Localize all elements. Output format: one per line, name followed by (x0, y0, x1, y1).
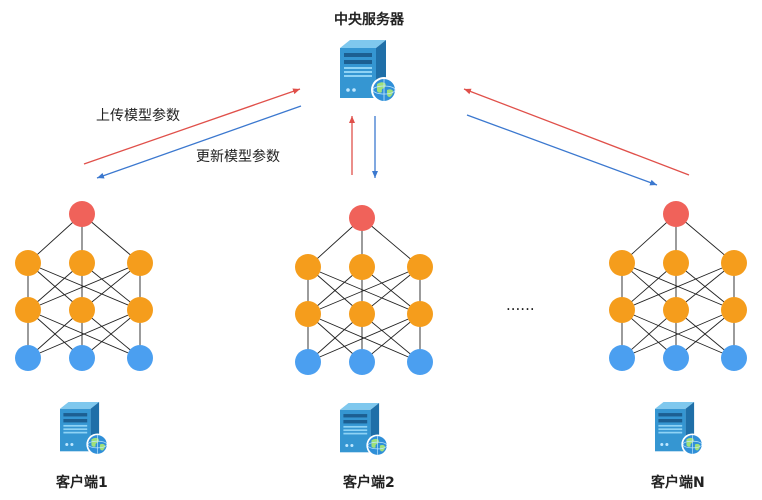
neural-networks (15, 201, 747, 375)
client-1-input-node-3 (127, 345, 153, 371)
upload-arrow-client-1 (83, 88, 301, 165)
client-1-hidden-2-node-3 (127, 297, 153, 323)
client-n-hidden-2-node-1 (609, 297, 635, 323)
client-n-hidden-1-node-3 (721, 250, 747, 276)
client-2-input-node-1 (295, 349, 321, 375)
client-2-network (295, 205, 433, 375)
client-2-hidden-2-node-1 (295, 301, 321, 327)
client-n-hidden-2-node-3 (721, 297, 747, 323)
client-n-hidden-2-node-2 (663, 297, 689, 323)
client-2-input-node-3 (407, 349, 433, 375)
client-2-hidden-1-node-2 (349, 254, 375, 280)
client-1-input-node-2 (69, 345, 95, 371)
network-edge (307, 313, 421, 363)
client-2-server-icon (339, 402, 389, 457)
client-1-hidden-2-node-1 (15, 297, 41, 323)
client-1-label: 客户端1 (56, 475, 108, 491)
client-n-input-node-2 (663, 345, 689, 371)
network-edge (307, 266, 421, 315)
client-1-network (15, 201, 153, 371)
upload-params-label: 上传模型参数 (96, 108, 180, 124)
arrows-layer (83, 88, 690, 186)
client-1-hidden-1-node-3 (127, 250, 153, 276)
central-server-title: 中央服务器 (334, 12, 404, 28)
update-params-label: 更新模型参数 (196, 149, 280, 165)
download-arrow-client-n (466, 114, 658, 186)
client-1-hidden-1-node-2 (69, 250, 95, 276)
client-1-input-node-1 (15, 345, 41, 371)
network-edge (621, 262, 735, 311)
client-2-input-node-2 (349, 349, 375, 375)
client-2-label: 客户端2 (343, 475, 395, 491)
client-n-hidden-1-node-1 (609, 250, 635, 276)
client-n-label: 客户端N (651, 475, 705, 491)
network-edge (27, 309, 141, 359)
network-edge (27, 262, 141, 311)
client-n-network (609, 201, 747, 371)
client-n-hidden-1-node-2 (663, 250, 689, 276)
client-1-hidden-1-node-1 (15, 250, 41, 276)
network-edge (621, 309, 735, 359)
client-n-output-node-1 (663, 201, 689, 227)
client-1-server-icon (59, 401, 109, 456)
ellipsis-text: ...... (506, 296, 535, 314)
client-2-hidden-1-node-3 (407, 254, 433, 280)
upload-arrow-client-n (463, 88, 690, 176)
client-1-hidden-2-node-2 (69, 297, 95, 323)
client-1-output-node-1 (69, 201, 95, 227)
client-2-hidden-2-node-3 (407, 301, 433, 327)
client-2-output-node-1 (349, 205, 375, 231)
client-n-input-node-3 (721, 345, 747, 371)
client-2-hidden-2-node-2 (349, 301, 375, 327)
client-n-server-icon (654, 401, 704, 456)
download-arrow-client-1 (96, 105, 302, 179)
client-2-hidden-1-node-1 (295, 254, 321, 280)
client-n-input-node-1 (609, 345, 635, 371)
central-server-icon (339, 39, 398, 104)
